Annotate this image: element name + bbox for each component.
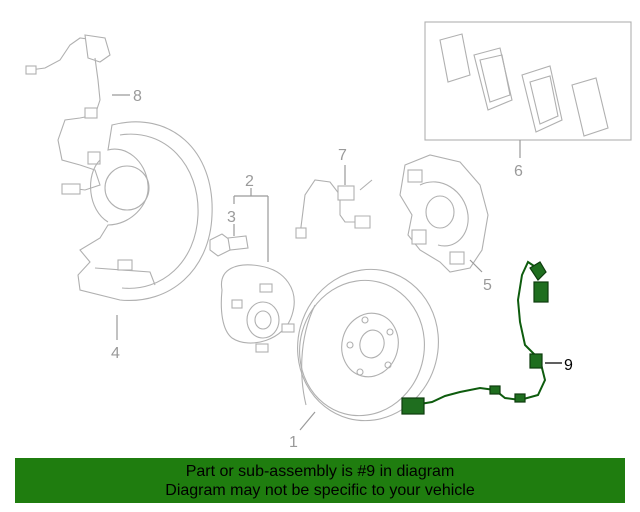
banner-line-2: Diagram may not be specific to your vehi… bbox=[165, 482, 475, 499]
leader-line-1 bbox=[299, 411, 316, 431]
callout-6: 6 bbox=[514, 163, 523, 180]
part-9-wheel-speed-sensor-highlighted[interactable] bbox=[401, 260, 549, 415]
part-8-harness-drawing bbox=[25, 34, 111, 195]
part-6-pads-drawing bbox=[424, 21, 632, 141]
pads-callout-box bbox=[424, 21, 632, 141]
callout-7: 7 bbox=[338, 147, 347, 164]
part-3-bolt-drawing bbox=[209, 233, 249, 257]
part-7-hose-drawing bbox=[295, 179, 373, 239]
callout-2: 2 bbox=[245, 173, 254, 190]
leader-line-5 bbox=[469, 259, 483, 273]
callout-3: 3 bbox=[227, 209, 236, 226]
info-banner: Part or sub-assembly is #9 in diagram Di… bbox=[15, 458, 625, 503]
callout-9: 9 bbox=[564, 357, 573, 374]
callout-8: 8 bbox=[133, 88, 142, 105]
part-1-rotor-drawing bbox=[297, 268, 439, 422]
part-5-caliper-drawing bbox=[399, 154, 489, 273]
callout-4: 4 bbox=[111, 345, 120, 362]
brake-assembly-diagram: 8 4 3 2 bbox=[25, 21, 632, 451]
part-4-dust-shield-drawing bbox=[77, 121, 213, 302]
callout-1: 1 bbox=[289, 434, 298, 451]
part-2-hub-drawing bbox=[220, 188, 295, 353]
callout-5: 5 bbox=[483, 277, 492, 294]
banner-line-1: Part or sub-assembly is #9 in diagram bbox=[185, 463, 455, 480]
